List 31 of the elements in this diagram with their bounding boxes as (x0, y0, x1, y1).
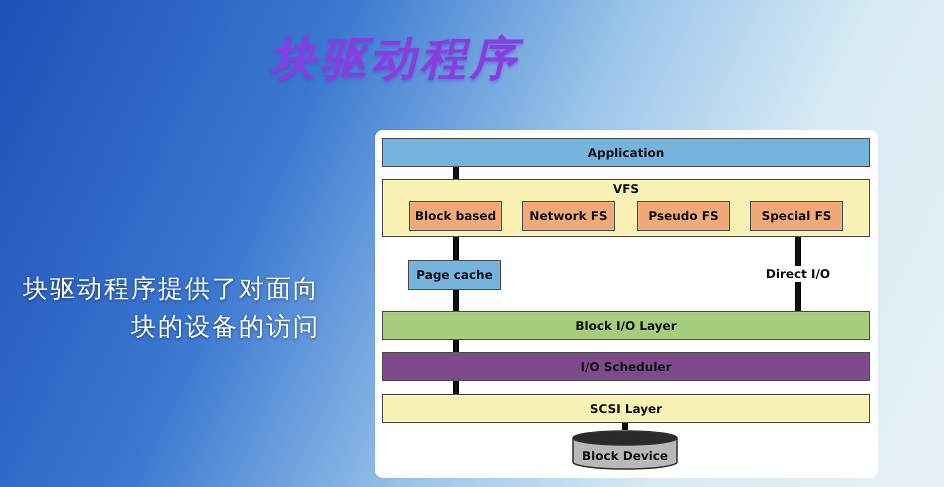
filesystem-box (637, 201, 730, 231)
box-label: Special FS (762, 209, 832, 223)
connector-line (453, 340, 459, 352)
filesystem-box (522, 201, 615, 231)
connector-line (795, 237, 801, 311)
group-box (382, 179, 870, 237)
slide-text: 块驱动程序提供了对面向块的设备的访问 (22, 273, 320, 343)
box-label: Pseudo FS (648, 209, 719, 223)
disk-cylinder (572, 430, 678, 470)
connector-line (453, 381, 459, 394)
connector-line (453, 237, 459, 260)
box-label: VFS (612, 182, 640, 196)
box-label: Application (588, 146, 664, 160)
layer-box (382, 394, 870, 423)
box-label: Block Device (582, 449, 668, 463)
cache-box (408, 260, 501, 290)
layer-box (382, 138, 870, 167)
box-label: SCSI Layer (590, 402, 662, 416)
layer-box (382, 311, 870, 340)
filesystem-box (409, 201, 502, 231)
box-label: Network FS (529, 209, 608, 223)
layer-box (382, 352, 870, 381)
box-label: Block I/O Layer (575, 318, 677, 332)
filesystem-box (750, 201, 843, 231)
box-label: Block based (414, 209, 496, 223)
box-label: Page cache (416, 268, 493, 282)
edge-label: Direct I/O (764, 266, 832, 282)
connector-line (453, 290, 459, 311)
box-label: I/O Scheduler (580, 360, 672, 374)
connector-line (622, 423, 628, 430)
connector-line (453, 167, 459, 179)
